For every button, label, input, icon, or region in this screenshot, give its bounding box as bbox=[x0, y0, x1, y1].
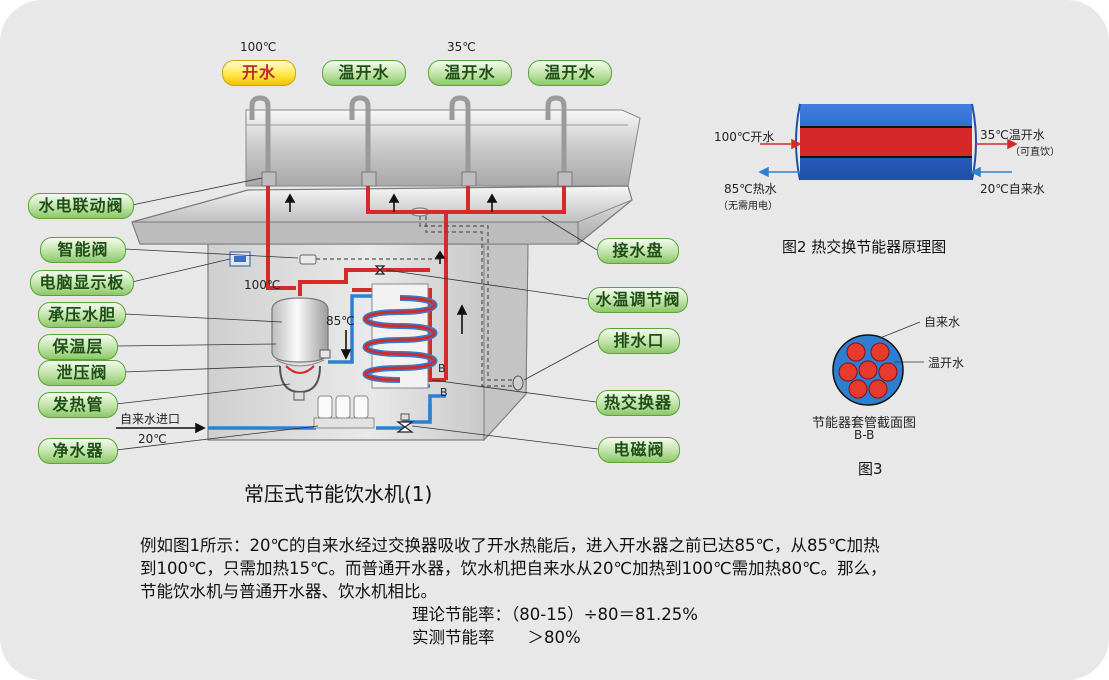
fig2-in-cold: 20℃自来水 bbox=[980, 182, 1045, 196]
drain-outlet bbox=[512, 375, 524, 391]
faucet-2 bbox=[349, 95, 377, 187]
figure1-caption: 常压式节能饮水机(1) bbox=[244, 482, 433, 506]
label-water-electric-valve: 水电联动阀 bbox=[28, 193, 134, 219]
fig3-label-warm: 温开水 bbox=[928, 356, 965, 370]
warm-water-badge-3: 温开水 bbox=[528, 60, 612, 86]
faucet-3 bbox=[449, 95, 477, 187]
fig3-label-tap: 自来水 bbox=[924, 315, 961, 329]
label-insulation: 保温层 bbox=[38, 334, 118, 360]
leader-lines bbox=[115, 177, 599, 451]
label-smart-valve: 智能阀 bbox=[40, 237, 126, 263]
boiling-water-badge: 开水 bbox=[222, 60, 296, 86]
cabinet-side bbox=[483, 239, 529, 442]
label-display-board: 电脑显示板 bbox=[30, 270, 134, 296]
inlet-label: 自来水进口 bbox=[120, 412, 181, 426]
counter-tray bbox=[131, 185, 633, 245]
fig2-out-warm-note: （可直饮） bbox=[1010, 147, 1060, 158]
label-heat-exchanger: 热交换器 bbox=[596, 390, 680, 416]
inlet-temp-label: 20℃ bbox=[138, 432, 167, 446]
faucet-4 bbox=[545, 95, 573, 187]
label-heating-tube: 发热管 bbox=[38, 392, 118, 418]
temp-85-label: 85℃ bbox=[326, 314, 355, 328]
fig3-caption-line1: 节能器套管截面图 bbox=[812, 416, 917, 431]
label-drain-outlet: 排水口 bbox=[598, 328, 680, 354]
faucet-temp-warm: 35℃ bbox=[447, 40, 476, 54]
heat-exchanger-coil bbox=[362, 283, 438, 389]
sink-back-panel bbox=[245, 109, 641, 187]
faucet-temp-boiling: 100℃ bbox=[240, 40, 277, 54]
description-line-5: 实测节能率 ＞80% bbox=[412, 628, 581, 647]
smart-valve bbox=[299, 254, 317, 265]
pressure-tank bbox=[271, 297, 331, 401]
figure3-cross-section bbox=[832, 321, 924, 406]
solenoid-valve bbox=[396, 413, 414, 433]
fig2-in-hot: 100℃开水 bbox=[714, 130, 775, 144]
label-temp-valve: 水温调节阀 bbox=[588, 287, 688, 313]
fig3-caption-line2: B-B bbox=[854, 428, 875, 442]
fig2-out-warm: 35℃温开水 bbox=[980, 128, 1045, 142]
description-line-1: 例如图1所示：20℃的自来水经过交换器吸收了开水热能后，进入开水器之前已达85℃… bbox=[140, 536, 880, 555]
drain-line bbox=[419, 216, 514, 387]
description-line-2: 到100℃，只需加热15℃。而普通开水器，饮水机把自来水从20℃加热到100℃需… bbox=[140, 559, 887, 578]
temp-regulating-valve bbox=[374, 265, 386, 275]
temp-100-label: 100℃ bbox=[244, 278, 281, 292]
figure3-caption: 图3 bbox=[858, 460, 883, 478]
section-b-label-2: B bbox=[440, 386, 448, 399]
label-pressure-tank: 承压水胆 bbox=[38, 302, 126, 328]
warm-water-badge-1: 温开水 bbox=[322, 60, 406, 86]
label-relief-valve: 泄压阀 bbox=[38, 360, 126, 386]
label-solenoid-valve: 电磁阀 bbox=[598, 437, 680, 463]
description-line-3: 节能饮水机与普通开水器、饮水机相比。 bbox=[140, 582, 437, 601]
faucet-1 bbox=[249, 95, 277, 187]
fig2-out-hot-note: （无需用电） bbox=[718, 201, 778, 212]
section-b-label-1: B bbox=[438, 362, 446, 375]
figure2-exchanger bbox=[758, 103, 1018, 181]
warm-water-badge-2: 温开水 bbox=[428, 60, 512, 86]
flow-arrows bbox=[116, 193, 498, 434]
water-purifier bbox=[313, 395, 375, 429]
label-drip-tray: 接水盘 bbox=[597, 238, 679, 264]
label-water-purifier: 净水器 bbox=[38, 438, 118, 464]
fig2-out-hot: 85℃热水 bbox=[724, 182, 777, 196]
figure2-caption: 图2 热交换节能器原理图 bbox=[782, 238, 947, 256]
description-line-4: 理论节能率：（80-15）÷80＝81.25% bbox=[412, 605, 698, 624]
